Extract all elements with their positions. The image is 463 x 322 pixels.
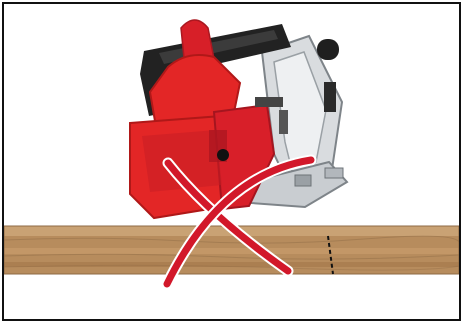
circular-saw-illustration xyxy=(4,4,459,319)
